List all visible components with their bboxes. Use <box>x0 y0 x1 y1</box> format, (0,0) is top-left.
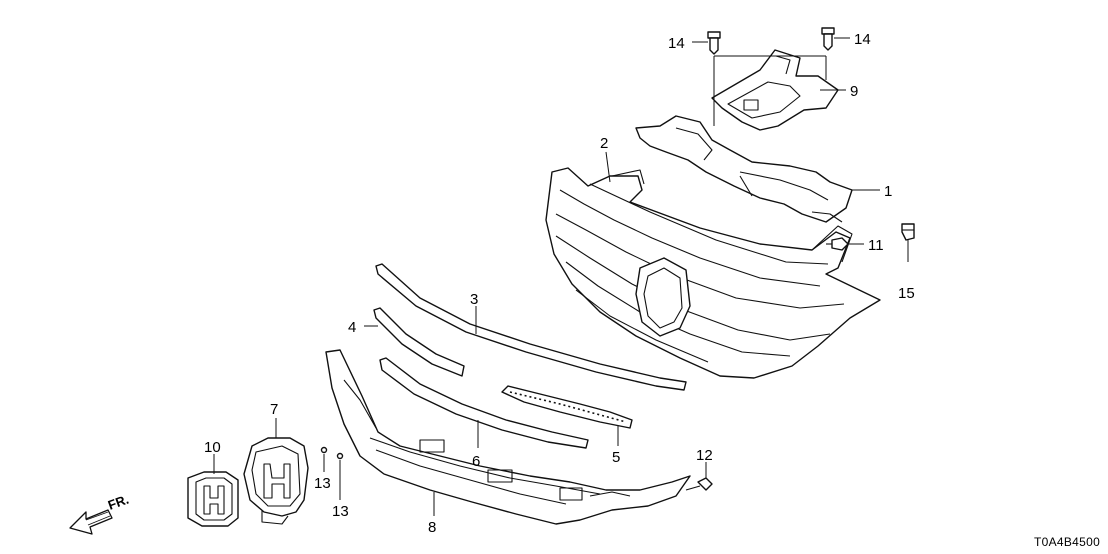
callout-3: 3 <box>470 291 478 308</box>
part-2-grille-assembly <box>545 167 881 379</box>
callout-13a: 13 <box>314 475 331 492</box>
callout-5: 5 <box>612 449 620 466</box>
part-5-trim-strip <box>501 385 633 429</box>
front-direction-indicator: FR. <box>69 492 131 535</box>
callout-labels: 1 2 3 4 5 6 7 8 9 10 11 12 13 13 14 14 1… <box>204 31 915 536</box>
callout-6: 6 <box>472 453 480 470</box>
callout-2: 2 <box>600 135 608 152</box>
callout-11: 11 <box>868 237 884 254</box>
part-14-fastener-left <box>707 31 721 55</box>
part-12-bolt <box>685 477 713 491</box>
callout-1: 1 <box>884 183 892 200</box>
callout-9: 9 <box>850 83 858 100</box>
part-8-lower-grille <box>325 349 691 525</box>
part-7-emblem-base <box>243 437 309 525</box>
leader-lines <box>213 37 909 516</box>
part-9-upper-bracket <box>711 49 839 131</box>
callout-14b: 14 <box>854 31 871 48</box>
part-11-screw <box>826 237 849 251</box>
callout-15: 15 <box>898 285 915 302</box>
callout-14a: 14 <box>668 35 685 52</box>
callout-8: 8 <box>428 519 436 536</box>
part-4-side-molding <box>373 307 465 377</box>
callout-7: 7 <box>270 401 278 418</box>
part-13-clip-a <box>320 446 328 454</box>
part-3-upper-molding <box>375 263 687 391</box>
callout-13b: 13 <box>332 503 349 520</box>
diagram-code: T0A4B4500 <box>1034 535 1100 549</box>
part-1-support-stay <box>635 115 853 223</box>
callout-12: 12 <box>696 447 713 464</box>
part-10-h-emblem <box>187 471 239 527</box>
direction-label: FR. <box>106 492 131 513</box>
callout-10: 10 <box>204 439 221 456</box>
part-6-lower-molding <box>379 357 589 449</box>
part-15-clip <box>901 223 915 241</box>
part-14-fastener-right <box>821 27 835 51</box>
callout-4: 4 <box>348 319 356 336</box>
part-13-clip-b <box>336 452 344 460</box>
direction-arrow-icon <box>69 509 113 535</box>
